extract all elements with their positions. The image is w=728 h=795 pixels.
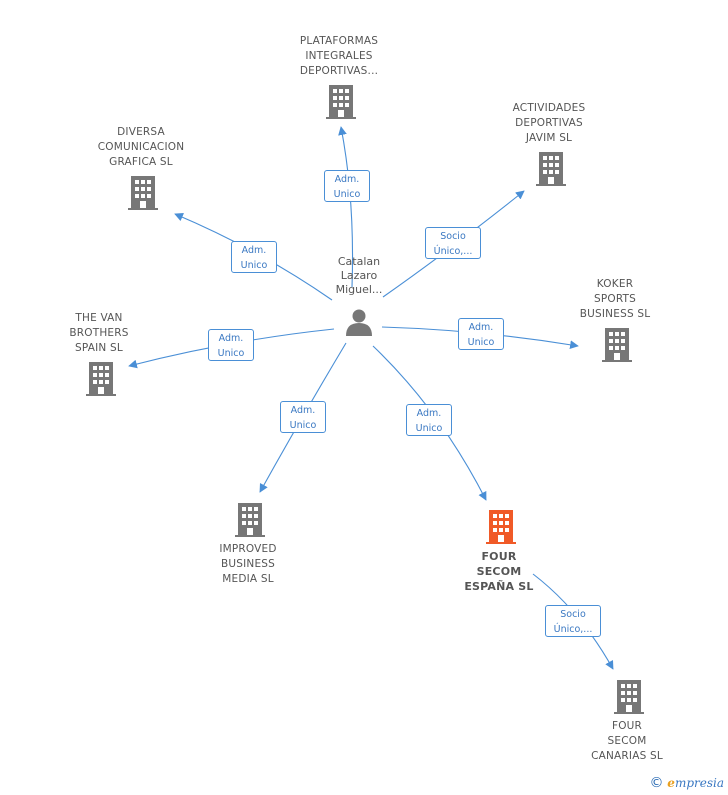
e-plataformas-relation-label[interactable]: Adm. Unico: [324, 170, 370, 202]
e-improved-relation-label[interactable]: Adm. Unico: [280, 401, 326, 433]
building-icon[interactable]: [128, 176, 158, 210]
company-vanbrothers-label[interactable]: THE VAN BROTHERS SPAIN SL: [69, 312, 129, 354]
company-canarias-label[interactable]: FOUR SECOM CANARIAS SL: [591, 720, 663, 762]
e-actividades-relation-label[interactable]: Socio Único,...: [425, 227, 481, 259]
building-icon[interactable]: [536, 152, 566, 186]
e-foursecom-relation-label[interactable]: Adm. Unico: [406, 404, 452, 436]
building-icon[interactable]: [486, 510, 516, 544]
empresia-footer: © empresia: [649, 775, 724, 791]
e-plataformas-line: [338, 126, 354, 288]
building-icon[interactable]: [614, 680, 644, 714]
e-canarias-relation-label[interactable]: Socio Único,...: [545, 605, 601, 637]
e-vanbrothers-relation-label[interactable]: Adm. Unico: [208, 329, 254, 361]
e-koker-relation-label[interactable]: Adm. Unico: [458, 318, 504, 350]
building-icon[interactable]: [326, 85, 356, 119]
company-plataformas-label[interactable]: PLATAFORMAS INTEGRALES DEPORTIVAS...: [299, 35, 379, 77]
copyright-icon: ©: [649, 775, 664, 791]
person-name-label[interactable]: Catalan Lazaro Miguel...: [335, 255, 383, 296]
building-icon[interactable]: [235, 503, 265, 537]
e-diversa-relation-label[interactable]: Adm. Unico: [231, 241, 277, 273]
building-icon[interactable]: [86, 362, 116, 396]
company-diversa-label[interactable]: DIVERSA COMUNICACION GRAFICA SL: [97, 126, 185, 168]
person-icon[interactable]: [346, 309, 372, 337]
building-icon[interactable]: [602, 328, 632, 362]
empresia-logo: empresia: [667, 776, 724, 790]
company-improved-label[interactable]: IMPROVED BUSINESS MEDIA SL: [219, 543, 277, 585]
company-actividades-label[interactable]: ACTIVIDADES DEPORTIVAS JAVIM SL: [512, 102, 586, 144]
company-foursecom-label[interactable]: FOUR SECOM ESPAÑA SL: [464, 550, 534, 593]
company-koker-label[interactable]: KOKER SPORTS BUSINESS SL: [579, 278, 651, 320]
